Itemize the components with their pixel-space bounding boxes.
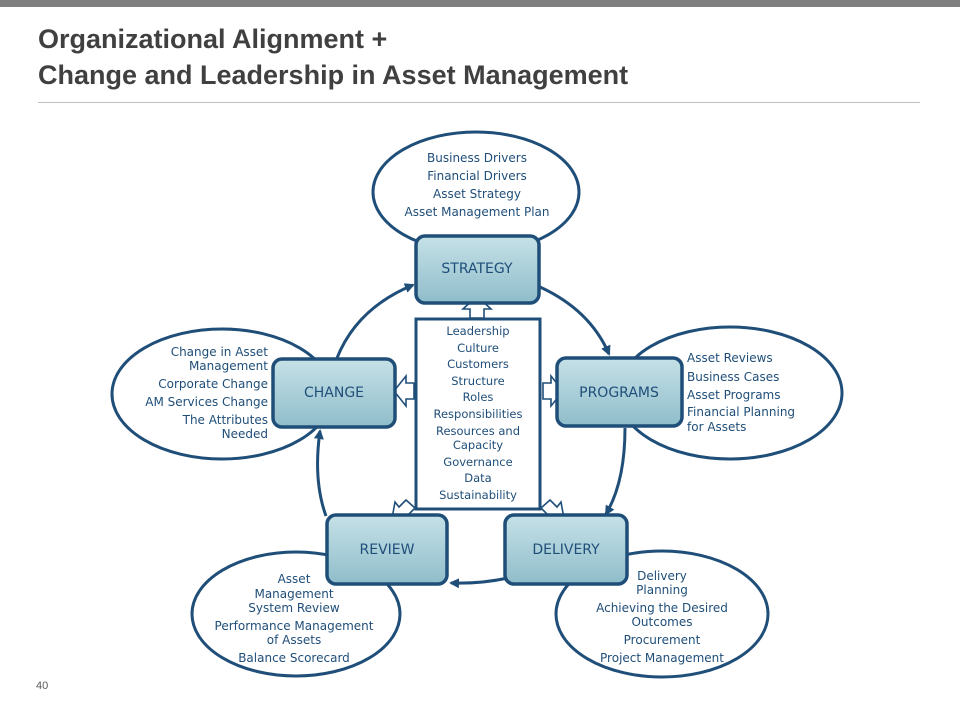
center-item: Capacity: [453, 438, 503, 452]
change-item: Change in Asset: [171, 345, 269, 359]
programs-box: [555, 356, 684, 428]
arrow-programs-to-delivery: [604, 427, 627, 516]
review-item: Management: [254, 587, 333, 601]
review-item: Asset: [278, 572, 311, 586]
center-item: Responsibilities: [433, 407, 522, 421]
change-box: [271, 357, 397, 429]
strategy-label: STRATEGY: [441, 261, 513, 277]
change-item: Management: [189, 359, 268, 373]
center-box: [414, 317, 542, 511]
review-item: System Review: [248, 601, 340, 615]
center-item: Governance: [443, 455, 512, 469]
programs-item: for Assets: [687, 420, 746, 434]
page-number: 40: [36, 680, 49, 692]
delivery-item: Project Management: [600, 651, 724, 665]
delivery-box: [503, 513, 629, 586]
center-item: Resources and: [436, 424, 520, 438]
strategy-item: Financial Drivers: [427, 169, 527, 183]
change-label: CHANGE: [304, 385, 364, 401]
delivery-item: Delivery: [637, 569, 687, 583]
review-item: Performance Management: [215, 619, 374, 633]
programs-item: Financial Planning: [687, 405, 795, 419]
review-item: of Assets: [267, 633, 321, 647]
change-item: Needed: [222, 427, 268, 441]
center-item: Culture: [457, 341, 499, 355]
change-item: The Attributes: [182, 413, 268, 427]
review-label: REVIEW: [360, 542, 415, 558]
slide-title: Organizational Alignment + Change and Le…: [38, 21, 628, 93]
delivery-label: DELIVERY: [532, 542, 600, 558]
center-item: Sustainability: [439, 488, 517, 502]
title-divider: [38, 102, 920, 103]
review-item: Balance Scorecard: [238, 651, 350, 665]
slide-title-line-1: Organizational Alignment +: [38, 24, 388, 54]
programs-item: Asset Reviews: [687, 351, 773, 365]
center-arrow-left: [392, 373, 415, 409]
programs-item: Asset Programs: [687, 388, 781, 402]
slide-title-line-2: Change and Leadership in Asset Managemen…: [38, 60, 629, 90]
strategy-item: Asset Management Plan: [404, 205, 549, 219]
change-item: Corporate Change: [158, 377, 268, 391]
strategy-item: Asset Strategy: [433, 187, 521, 201]
arrow-change-to-strategy: [335, 283, 415, 359]
delivery-item: Achieving the Desired: [596, 601, 728, 615]
center-item: Structure: [451, 374, 505, 388]
center-item: Data: [464, 471, 491, 485]
delivery-item: Planning: [636, 583, 688, 597]
change-item: AM Services Change: [145, 395, 268, 409]
top-accent-bar: [0, 0, 960, 7]
strategy-item: Business Drivers: [427, 151, 527, 165]
center-item: Customers: [447, 357, 509, 371]
arrow-review-to-change: [313, 429, 328, 517]
arrow-strategy-to-programs: [539, 285, 611, 356]
arrow-delivery-to-review: [449, 576, 509, 589]
delivery-item: Procurement: [624, 633, 701, 647]
review-box: [325, 513, 449, 586]
center-item: Leadership: [446, 324, 509, 338]
delivery-item: Outcomes: [631, 615, 692, 629]
center-item: Roles: [463, 390, 494, 404]
programs-item: Business Cases: [687, 370, 779, 384]
programs-label: PROGRAMS: [579, 385, 659, 401]
strategy-box: [414, 234, 541, 305]
